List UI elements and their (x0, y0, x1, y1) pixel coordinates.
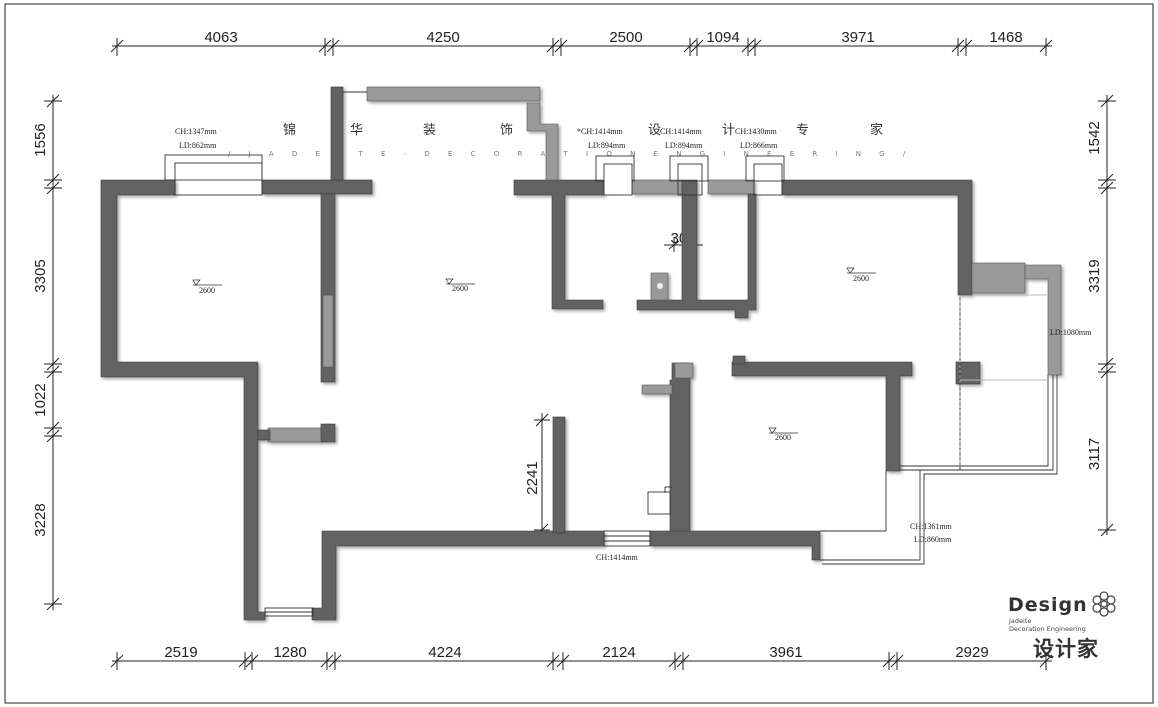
dim-bottom-4: 2124 (602, 644, 635, 661)
dim-bottom-2: 1280 (273, 644, 306, 661)
logo-design-text: Design (1008, 594, 1088, 616)
title-char-6: 计 (722, 123, 737, 138)
wall-balcony-box (971, 262, 1026, 294)
dim-top-4: 1094 (706, 29, 739, 46)
dim-top-6: 1468 (989, 29, 1022, 46)
ceiling-4: 2600 (775, 433, 791, 442)
dim-left-1: 1556 (32, 123, 49, 156)
wall-closet-stub (267, 427, 323, 443)
w1-ld: LD:862mm (179, 141, 217, 150)
w4-ld: LD:866mm (740, 141, 778, 150)
top-dimension-labels: 4063 4250 2500 1094 3971 1468 (204, 29, 1022, 46)
wall-upper-middle (513, 179, 605, 310)
wall-left-bedroom (100, 179, 266, 621)
wall-closet-post (320, 423, 336, 443)
w3-ld: LD:894mm (665, 141, 703, 150)
dim-bottom-3: 4224 (428, 644, 461, 661)
dim-inner-vertical: 2241 (524, 461, 541, 494)
dimension-lines (44, 38, 1116, 670)
wall-divider-light (322, 294, 334, 368)
wall-kitchen-top (631, 179, 683, 195)
dim-left-4: 3228 (32, 503, 49, 536)
wall-right-bedroom-top (781, 179, 973, 296)
ceiling-3: 2600 (853, 274, 869, 283)
wall-top-left-segment (261, 179, 373, 195)
brand-logo: Design Jadeite Decoration Engineering 设计… (1008, 591, 1116, 661)
w7-ch: CH:1414mm (596, 553, 639, 562)
wall-inner-pillar (552, 416, 566, 534)
wall-top-post (330, 86, 344, 181)
bottom-dimension-labels: 2519 1280 4224 2124 3961 2929 (164, 644, 988, 661)
dim-bottom-1: 2519 (164, 644, 197, 661)
ceiling-markers: 2600 2600 2600 2600 (192, 267, 876, 442)
dim-top-3: 2500 (609, 29, 642, 46)
dim-right-3: 3117 (1086, 438, 1103, 470)
wall-kitchen-bath (636, 179, 757, 319)
wall-closet-link (257, 429, 271, 441)
title-text: 锦 华 装 饰 设 计 专 家 (283, 122, 885, 138)
dim-left-2: 3305 (32, 259, 49, 292)
title-char-5: 设 (648, 123, 663, 138)
wall-balcony-right (1024, 264, 1062, 376)
dim-bottom-5: 3961 (769, 644, 802, 661)
w2-ld: LD:894mm (588, 141, 626, 150)
wall-balcony-post (955, 361, 981, 385)
wall-window-sill (526, 102, 559, 181)
subtitle-text: / J A D E I T E - D E C O R A T I O N E … (228, 150, 913, 158)
title-char-1: 锦 (283, 123, 298, 138)
walls (100, 86, 1062, 621)
w5-ld: LD:1080mm (1050, 328, 1092, 337)
title-char-2: 华 (350, 123, 365, 138)
w6-ch: CH:1361mm (910, 522, 953, 531)
dim-right-2: 3319 (1086, 259, 1103, 292)
w3-ch: CH:1414mm (660, 127, 703, 136)
w1-ch: CH:1347mm (175, 127, 218, 136)
dim-top-5: 3971 (841, 29, 874, 46)
thin-outlines (164, 91, 1058, 617)
title-char-4: 饰 (500, 123, 515, 138)
flower-icon (1092, 591, 1116, 617)
ceiling-2: 2600 (452, 284, 468, 293)
wall-top-header (366, 86, 541, 102)
wall-living-bottom (311, 530, 605, 621)
dim-right-1: 1542 (1086, 121, 1103, 154)
dim-bottom-6: 2929 (955, 644, 988, 661)
dim-top-2: 4250 (426, 29, 459, 46)
title-char-8: 家 (870, 122, 885, 138)
dim-left-3: 1022 (32, 383, 49, 416)
logo-sub-1: Jadeite (1008, 617, 1031, 625)
fixture-hole (657, 283, 663, 289)
wall-bath-top (707, 179, 755, 195)
w4-ch: CH:1430mm (735, 127, 778, 136)
ceiling-marker-4: 2600 (768, 427, 798, 442)
dim-top-1: 4063 (204, 29, 237, 46)
logo-sub-2: Decoration Engineering (1009, 625, 1086, 633)
page-border (4, 3, 1154, 704)
w6-ld: LD:860mm (914, 535, 952, 544)
title-char-3: 装 (423, 123, 438, 138)
wall-lower-right-bottom (649, 530, 821, 561)
ceiling-marker-3: 2600 (846, 267, 876, 283)
left-dimension-labels: 1556 3305 1022 3228 (32, 123, 49, 536)
ceiling-marker-1: 2600 (192, 279, 222, 295)
wall-bedroom-nub (732, 355, 746, 365)
title-char-7: 专 (796, 123, 811, 138)
ceiling-1: 2600 (199, 286, 215, 295)
right-dimension-labels: 1542 3319 3117 (1086, 121, 1103, 470)
wall-lower-right-bedroom (731, 361, 913, 472)
wall-center-cap (674, 362, 694, 379)
wall-center-stub (641, 384, 673, 395)
window-annotations: CH:1347mm LD:862mm *CH:1414mm LD:894mm C… (175, 127, 1092, 562)
wall-center-divider (669, 362, 691, 534)
logo-cn-text: 设计家 (1033, 637, 1099, 661)
w2-ch: *CH:1414mm (577, 127, 624, 136)
ceiling-marker-2: 2600 (445, 278, 475, 293)
